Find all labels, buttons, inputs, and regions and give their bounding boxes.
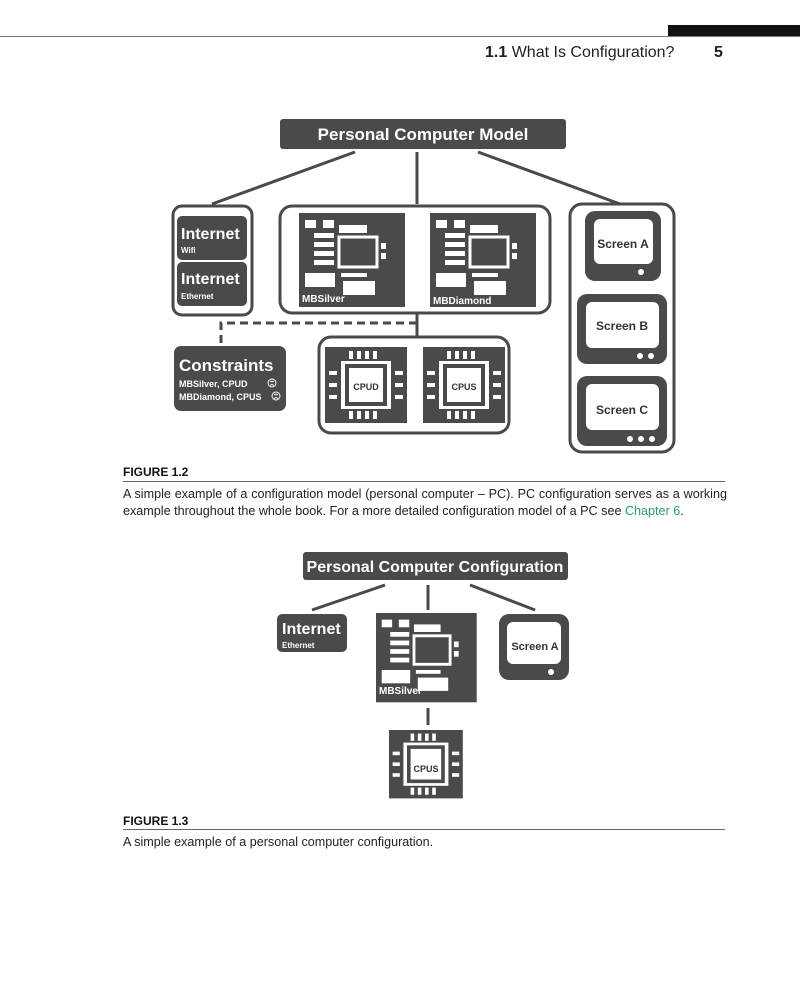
chapter-6-link[interactable]: Chapter 6 (624, 504, 681, 518)
caption-text: A simple example of a configuration mode… (123, 487, 727, 518)
caption-rule (123, 829, 725, 830)
screen-b-node (577, 294, 667, 364)
figure-1-2-diagram: Personal Computer Model Internet Wifi In… (171, 119, 676, 454)
header-rule (0, 36, 800, 37)
mb-1-label: MBSilver (302, 294, 345, 305)
cpu-label: CPUS (413, 764, 438, 774)
figure-1-2-label: FIGURE 1.2 (123, 465, 189, 479)
figure-1-3-caption: A simple example of a personal computer … (123, 835, 434, 849)
internet-ethernet-node (277, 614, 347, 652)
internet-2-sub: Ethernet (181, 292, 214, 301)
internet-sub: Ethernet (282, 641, 315, 650)
root-label: Personal Computer Model (318, 125, 529, 144)
constraints-title: Constraints (179, 356, 273, 375)
page-number: 5 (714, 44, 723, 61)
internet-1-sub: Wifi (181, 246, 196, 255)
internet-1-title: Internet (181, 226, 240, 243)
internet-title: Internet (282, 621, 341, 638)
constraints-node (174, 346, 286, 411)
screen-c-node (577, 376, 667, 446)
mb-label: MBSilver (379, 686, 422, 697)
constraints-line-2: MBDiamond, CPUS (179, 392, 262, 402)
screen-b-label: Screen B (596, 319, 648, 333)
motherboard-diamond-node (428, 211, 538, 309)
screen-label: Screen A (511, 641, 558, 653)
running-head: 1.1 What Is Configuration? (485, 44, 674, 62)
figure-1-3-diagram: Personal Computer Configuration Internet… (277, 552, 569, 799)
screen-a-node (499, 614, 569, 680)
figure-1-3-label: FIGURE 1.3 (123, 814, 189, 828)
cpu-2-label: CPUS (451, 382, 476, 392)
sad-face-icon (271, 391, 281, 401)
caption-end: . (680, 504, 684, 518)
sad-face-icon (267, 378, 277, 388)
internet-2-title: Internet (181, 271, 240, 288)
screen-a-label: Screen A (597, 237, 649, 251)
constraints-line-1: MBSilver, CPUD (179, 379, 248, 389)
root-label: Personal Computer Configuration (307, 559, 564, 576)
screen-c-label: Screen C (596, 403, 648, 417)
screen-a-node (585, 211, 661, 281)
mb-2-label: MBDiamond (433, 296, 491, 307)
motherboard-silver-node (297, 211, 407, 309)
section-title: What Is Configuration? (511, 44, 675, 61)
cpu-1-label: CPUD (353, 382, 379, 392)
internet-wifi-node (177, 216, 247, 260)
figure-1-2-caption: A simple example of a configuration mode… (123, 486, 727, 520)
section-number: 1.1 (485, 44, 508, 61)
caption-rule (123, 481, 725, 482)
internet-ethernet-node (177, 262, 247, 306)
root-node (303, 552, 568, 580)
root-node (280, 119, 566, 149)
header-bar (668, 25, 800, 36)
